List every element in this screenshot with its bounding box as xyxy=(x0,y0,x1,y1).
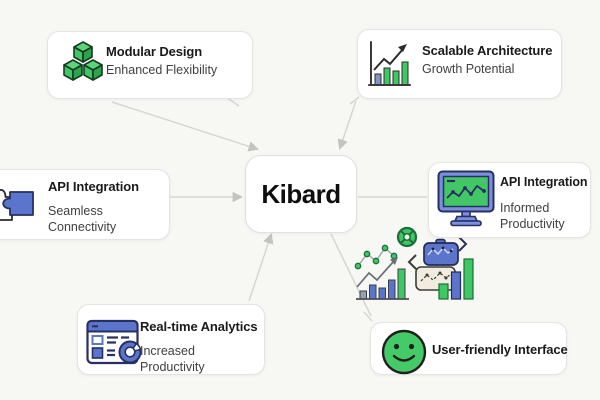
center-node: Kibard xyxy=(245,155,357,233)
dashboard-donut-icon xyxy=(86,319,142,365)
scatter-plot-icon xyxy=(354,244,398,270)
edge-modular-design-kibard xyxy=(111,101,259,152)
edge-real-time-analytics-kibard xyxy=(248,233,274,302)
card-title: API Integration xyxy=(500,175,588,189)
edge-kibard-user-friendly-interface xyxy=(330,233,372,317)
card-subtitle: Enhanced Flexibility xyxy=(106,63,218,77)
card-api-integration-left: API Integration Seamless Connectivity xyxy=(0,169,170,240)
card-title: User-friendly Interface xyxy=(432,342,568,357)
center-node-label: Kibard xyxy=(261,178,341,209)
card-scalable-architecture: Scalable Architecture Growth Potential xyxy=(357,29,562,99)
card-title: API Integration xyxy=(48,179,139,194)
card-subtitle: Growth Potential xyxy=(422,62,515,76)
card-real-time-analytics: Real-time Analytics Increased Productivi… xyxy=(77,304,265,375)
card-title: Real-time Analytics xyxy=(140,319,258,334)
card-user-friendly-interface: User-friendly Interface xyxy=(370,322,568,375)
edge-scalable-architecture-kibard xyxy=(337,100,357,150)
card-title: Scalable Architecture xyxy=(422,43,553,58)
bubble-tail xyxy=(349,96,360,105)
card-title: Modular Design xyxy=(106,44,203,59)
decorative-chart-cluster xyxy=(354,226,474,300)
cubes-icon xyxy=(63,41,103,81)
card-subtitle: Increased Productivity xyxy=(140,344,205,374)
gear-icon xyxy=(396,226,418,248)
card-subtitle: Seamless Connectivity xyxy=(48,204,117,234)
card-api-integration-right: API Integration Informed Productivity xyxy=(428,162,591,238)
monitor-line-chart-icon xyxy=(437,170,495,227)
puzzle-pieces-icon xyxy=(0,189,34,221)
bar-group-icon xyxy=(438,258,474,300)
growth-bar-chart-icon xyxy=(368,41,411,86)
chat-bubble-line-chart-icon xyxy=(423,236,468,266)
card-subtitle: Informed Productivity xyxy=(500,201,565,231)
smiley-face-icon xyxy=(381,329,427,375)
rising-bar-chart-icon xyxy=(356,257,409,300)
bubble-tail xyxy=(363,311,373,322)
card-modular-design: Modular Design Enhanced Flexibility xyxy=(47,31,253,99)
